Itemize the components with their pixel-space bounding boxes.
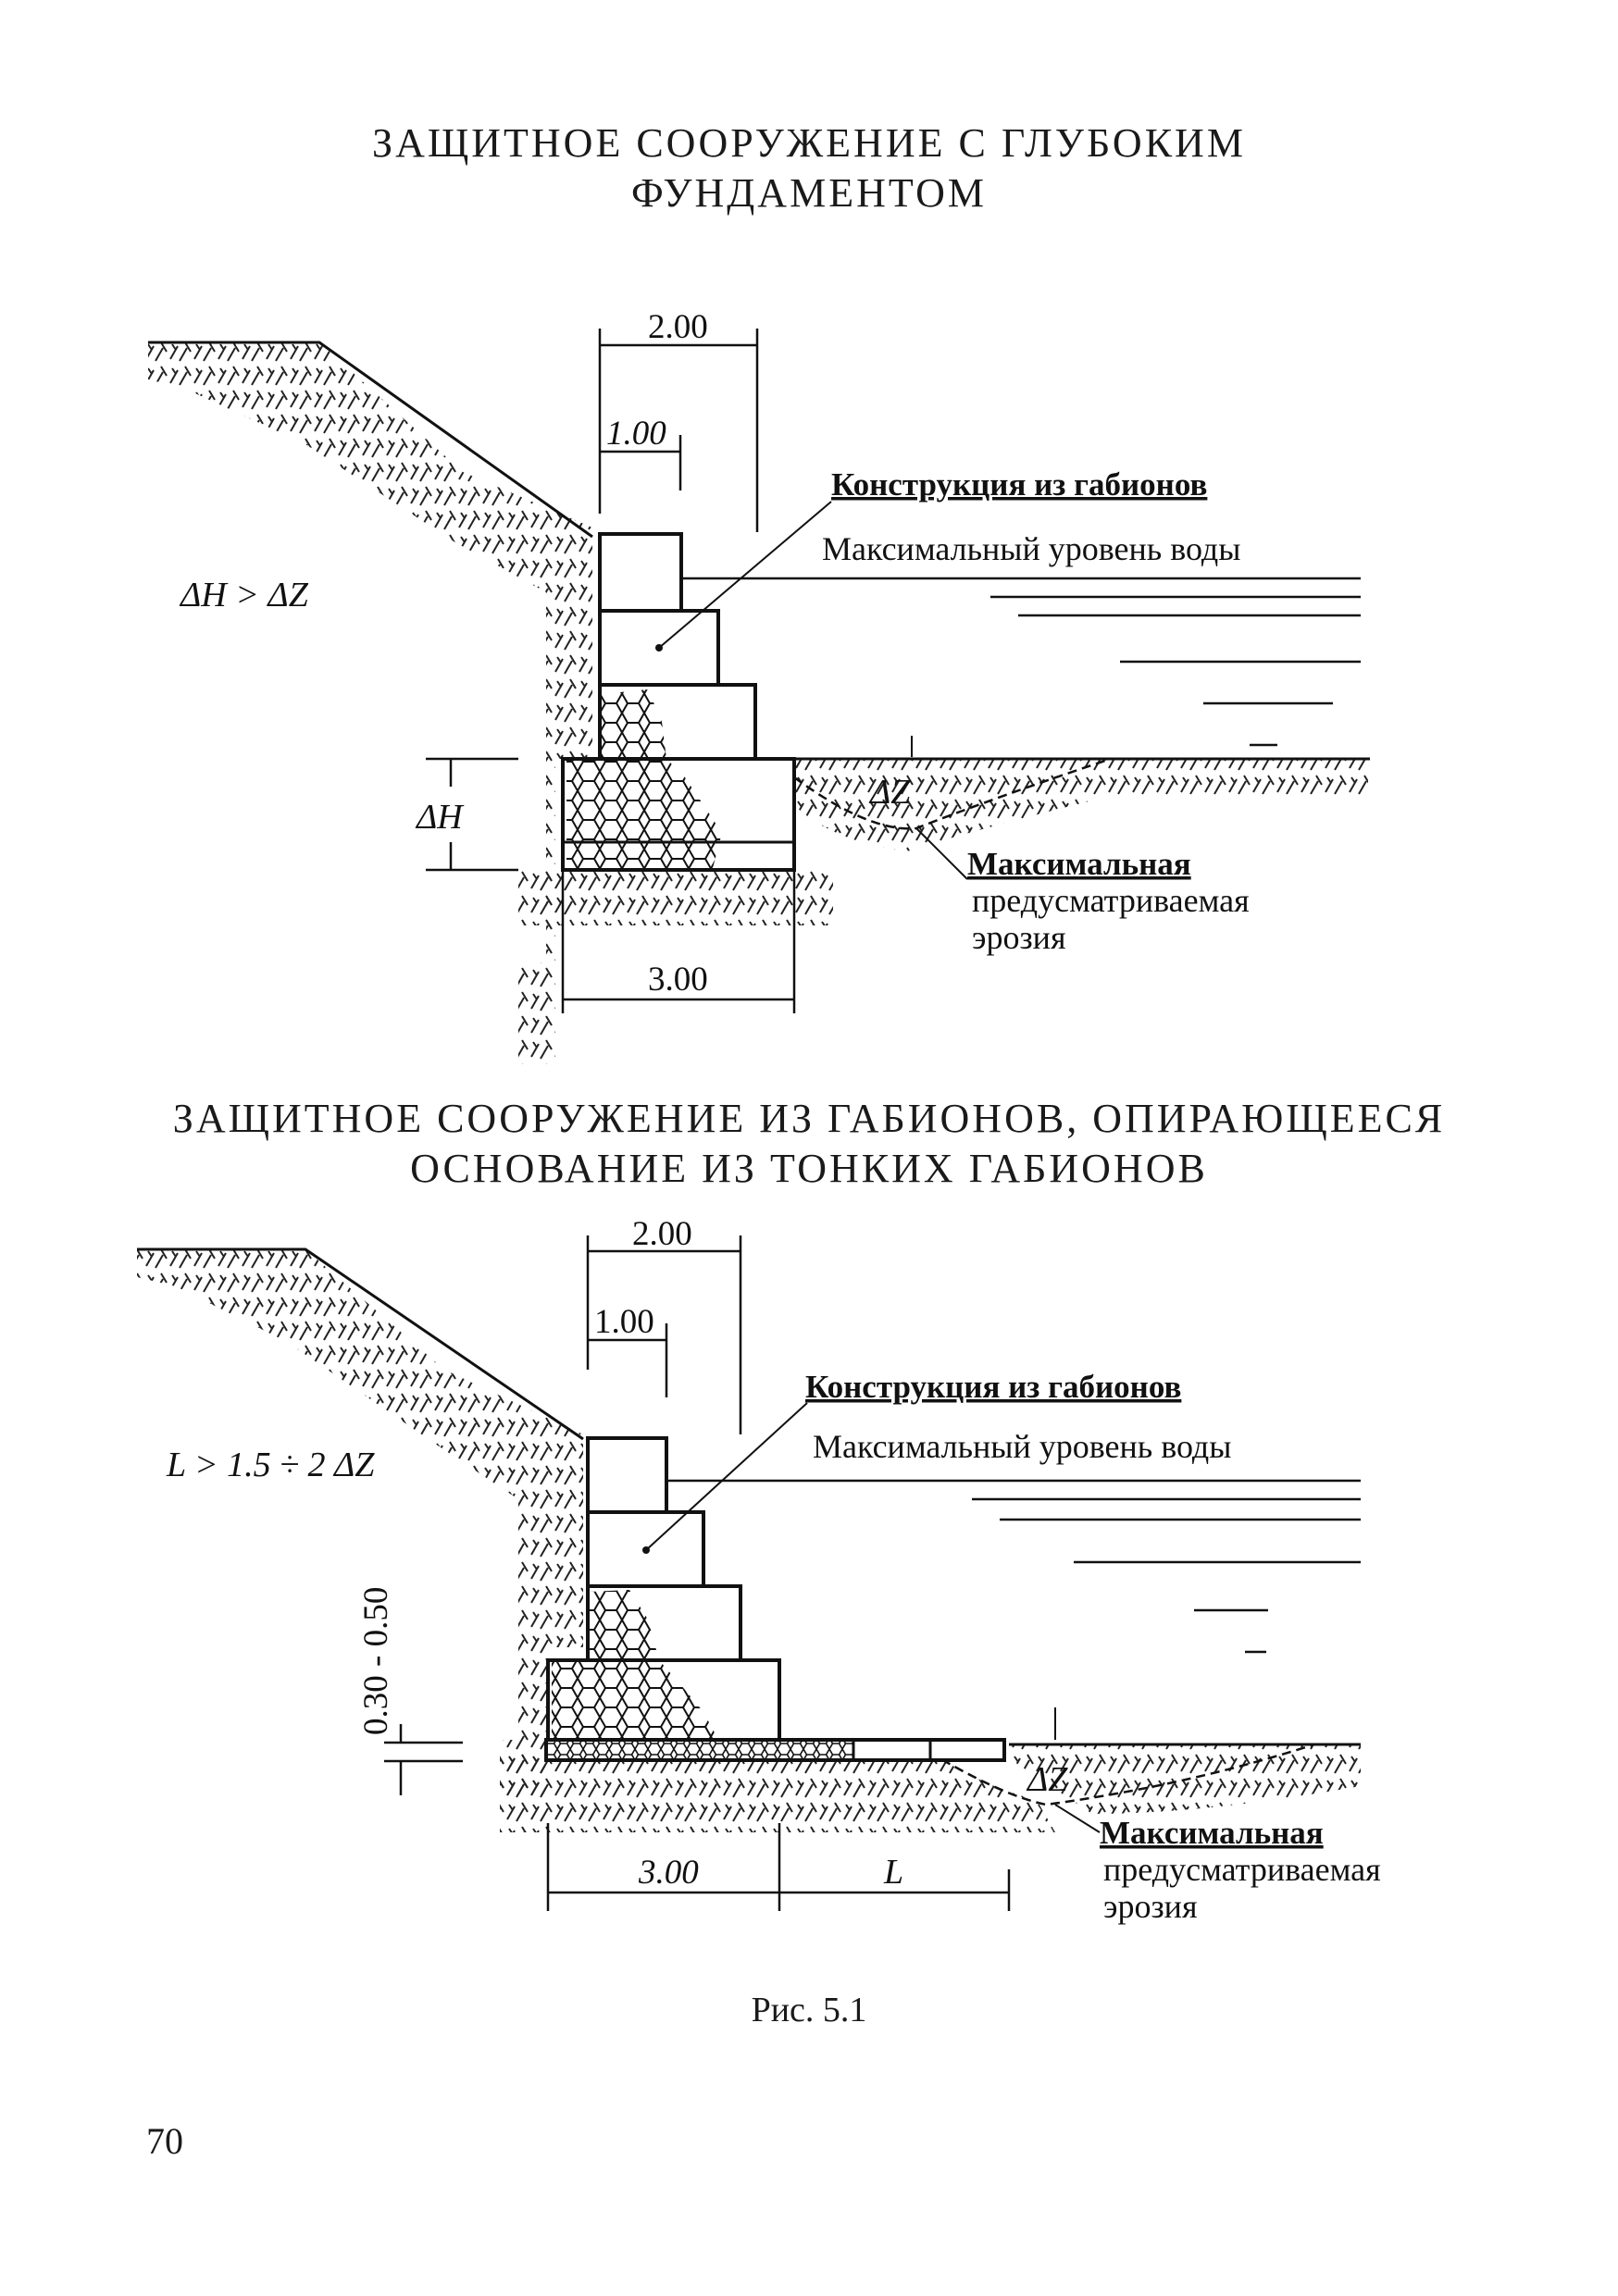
- bottom-diagram-title: ЗАЩИТНОЕ СООРУЖЕНИЕ ИЗ ГАБИОНОВ, ОПИРАЮЩ…: [0, 1094, 1618, 1194]
- bottom-gabions-leader: [645, 1402, 808, 1551]
- top-diagram-title: ЗАЩИТНОЕ СООРУЖЕНИЕ С ГЛУБОКИМ ФУНДАМЕНТ…: [0, 118, 1618, 218]
- top-label-gabions: Конструкция из габионов: [831, 466, 1207, 503]
- top-gabion-mesh: [566, 689, 722, 868]
- bottom-gabion-step-1: [586, 1436, 668, 1514]
- top-erosion-line-2: предусматриваемая: [972, 882, 1250, 919]
- bottom-dim-L-label: L: [883, 1853, 903, 1892]
- top-dz-label: ΔZ: [868, 773, 911, 812]
- top-condition: ΔH > ΔZ: [179, 576, 309, 614]
- bottom-soil-under-base: [500, 1749, 1055, 1832]
- top-erosion-leader: [915, 827, 968, 880]
- top-title-line-1: ЗАЩИТНОЕ СООРУЖЕНИЕ С ГЛУБОКИМ: [372, 120, 1246, 166]
- bottom-mattress-mesh: [548, 1742, 853, 1758]
- bottom-label-gabions: Конструкция из габионов: [805, 1369, 1181, 1405]
- bottom-dz-label: ΔZ: [1026, 1760, 1068, 1799]
- top-dim-300-label: 3.00: [648, 961, 708, 999]
- top-title-line-2: ФУНДАМЕНТОМ: [630, 170, 988, 216]
- top-label-water: Максимальный уровень воды: [822, 530, 1240, 567]
- bottom-diagram: 2.00 1.00 Конструкция из габионов Максим…: [137, 1215, 1381, 1925]
- bottom-dim-200-label: 2.00: [632, 1215, 692, 1253]
- bottom-condition: L > 1.5 ÷ 2 ΔZ: [166, 1446, 375, 1484]
- bottom-erosion-curve: [915, 1743, 1315, 1806]
- top-bank-slope-line: [148, 341, 593, 539]
- top-soil-bank: [148, 342, 592, 1064]
- bottom-erosion-line-3: эрозия: [1103, 1888, 1198, 1925]
- bottom-erosion-line-2: предусматриваемая: [1103, 1851, 1381, 1888]
- top-dim-100-label: 1.00: [606, 415, 666, 453]
- bottom-soil-bank: [137, 1249, 583, 1795]
- bottom-gabion-mesh: [552, 1590, 717, 1738]
- bottom-erosion-line-1: Максимальная: [1100, 1815, 1324, 1851]
- page-number: 70: [146, 2120, 183, 2162]
- top-gabion-step-1: [598, 532, 683, 613]
- bottom-title-line-2: ОСНОВАНИЕ ИЗ ТОНКИХ ГАБИОНОВ: [410, 1146, 1208, 1191]
- top-erosion-line-1: Максимальная: [967, 846, 1191, 882]
- top-erosion-line-3: эрозия: [972, 919, 1066, 956]
- top-soil-under-foundation: [518, 870, 833, 925]
- top-riverbed-soil: [794, 759, 1368, 851]
- bottom-label-water: Максимальный уровень воды: [813, 1428, 1231, 1465]
- top-dim-200-label: 2.00: [648, 308, 708, 346]
- top-diagram: 2.00 1.00 Конструкция из габионов Максим…: [148, 308, 1370, 1064]
- top-dh-label: ΔH: [415, 798, 465, 837]
- figure-caption: Рис. 5.1: [751, 1991, 867, 2029]
- bottom-dim-thickness-label: 0.30 - 0.50: [357, 1587, 395, 1735]
- bottom-dim-100-label: 1.00: [594, 1303, 654, 1341]
- top-gabions-leader: [658, 501, 832, 649]
- bottom-dim-300-label: 3.00: [638, 1854, 699, 1892]
- bottom-bank-slope-line: [137, 1247, 584, 1441]
- bottom-title-line-1: ЗАЩИТНОЕ СООРУЖЕНИЕ ИЗ ГАБИОНОВ, ОПИРАЮЩ…: [172, 1096, 1446, 1141]
- bottom-erosion-leader: [1054, 1804, 1101, 1833]
